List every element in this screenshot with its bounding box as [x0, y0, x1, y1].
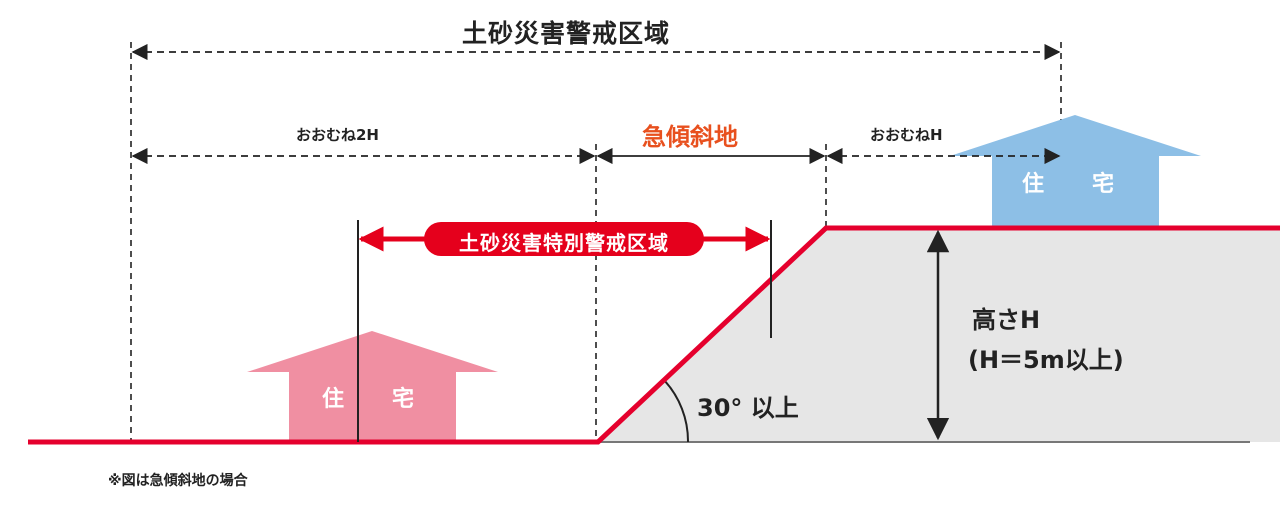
- distance-2h-label: おおむね2H: [296, 126, 379, 144]
- house-left-char-1: 住: [322, 387, 345, 412]
- house-right: [950, 115, 1201, 226]
- steep-slope-label: 急傾斜地: [642, 123, 738, 151]
- special-zone-badge: 土砂災害特別警戒区域: [424, 222, 704, 256]
- house-left-char-2: 宅: [392, 387, 415, 412]
- house-right-char-2: 宅: [1092, 172, 1115, 197]
- house-right-char-1: 住: [1022, 172, 1045, 197]
- special-zone-label: 土砂災害特別警戒区域: [459, 231, 669, 255]
- angle-arc: [663, 379, 690, 443]
- distance-h-label: おおむねH: [870, 126, 943, 144]
- ground-line: [28, 225, 1280, 445]
- height-label: 高さH: [972, 306, 1041, 334]
- footnote: ※図は急傾斜地の場合: [108, 473, 248, 489]
- warning-zone-title: 土砂災害警戒区域: [462, 19, 671, 48]
- height-condition-label: (H＝5m以上): [968, 346, 1124, 374]
- angle-label: 30° 以上: [697, 394, 799, 422]
- house-left: [247, 331, 498, 442]
